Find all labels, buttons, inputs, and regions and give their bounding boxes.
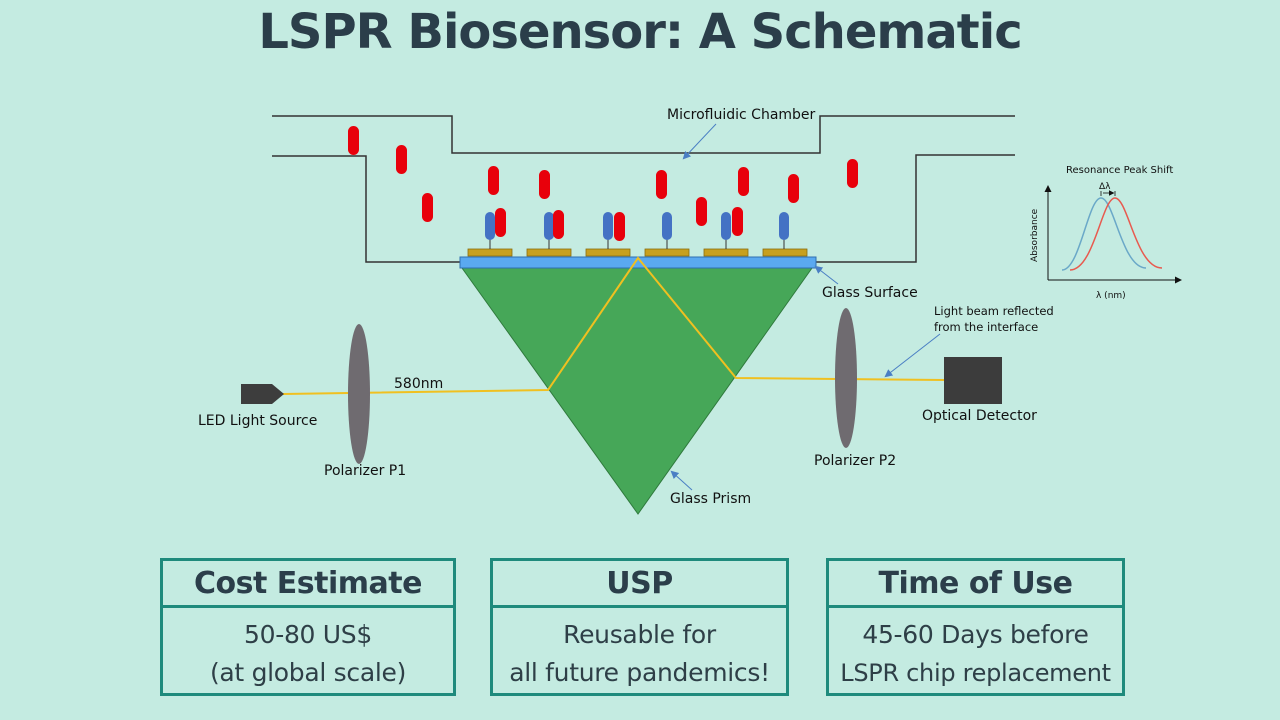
virus-particle — [348, 126, 359, 155]
virus-particle — [539, 170, 550, 199]
prism-label: Glass Prism — [670, 491, 751, 507]
cost-estimate-line1: 50-80 US$ — [244, 620, 372, 649]
usp-card: USP Reusable for all future pandemics! — [490, 558, 789, 696]
led-light-source — [241, 384, 284, 404]
cost-estimate-body: 50-80 US$ (at global scale) — [163, 608, 453, 692]
delta-lambda-label: Δλ — [1099, 182, 1111, 192]
virus-particle — [422, 193, 433, 222]
virus-particle — [495, 208, 506, 237]
wavelength-label: 580nm — [394, 376, 443, 392]
time-of-use-body: 45-60 Days before LSPR chip replacement — [829, 608, 1122, 692]
polarizer-p1-label: Polarizer P1 — [324, 463, 406, 479]
inset-y-label: Absorbance — [1030, 208, 1040, 262]
antibody — [662, 212, 672, 240]
virus-particle — [614, 212, 625, 241]
nanoparticle — [526, 248, 572, 257]
led-label: LED Light Source — [198, 413, 317, 429]
usp-line1: Reusable for — [563, 620, 716, 649]
virus-particle — [847, 159, 858, 188]
time-of-use-card: Time of Use 45-60 Days before LSPR chip … — [826, 558, 1125, 696]
virus-particle — [788, 174, 799, 203]
chamber-callout-arrow — [682, 123, 717, 160]
glass-surface-label: Glass Surface — [822, 285, 918, 301]
virus-particle — [738, 167, 749, 196]
time-of-use-line1: 45-60 Days before — [862, 620, 1089, 649]
resonance-shift-inset: Resonance Peak Shift Absorbance λ (nm) Δ… — [1030, 165, 1182, 301]
cost-estimate-heading: Cost Estimate — [163, 561, 453, 608]
lspr-schematic-diagram: Microfluidic Chamber Glass Surface Light… — [198, 107, 1182, 515]
reflected-beam-callout-arrow — [884, 333, 941, 378]
antibody — [603, 212, 613, 240]
usp-heading: USP — [493, 561, 786, 608]
gold-nanoparticles — [467, 248, 808, 257]
usp-line2: all future pandemics! — [509, 658, 770, 687]
chamber-bottom-wall — [272, 155, 462, 263]
antibody — [544, 212, 554, 240]
polarizer-p1 — [348, 324, 370, 464]
reflected-beam-label-line2: from the interface — [934, 320, 1038, 334]
antibody — [721, 212, 731, 240]
detector-label: Optical Detector — [922, 408, 1037, 424]
inset-x-label: λ (nm) — [1096, 291, 1126, 301]
time-of-use-heading: Time of Use — [829, 561, 1122, 608]
polarizer-p2-label: Polarizer P2 — [814, 453, 896, 469]
glass-surface-callout-arrow — [814, 265, 839, 285]
usp-body: Reusable for all future pandemics! — [493, 608, 786, 692]
reflected-beam-label-line1: Light beam reflected — [934, 304, 1054, 318]
virus-particles — [348, 126, 858, 241]
chamber-label: Microfluidic Chamber — [667, 107, 816, 123]
nanoparticle — [703, 248, 749, 257]
curve-after-binding — [1069, 197, 1163, 271]
virus-particle — [696, 197, 707, 226]
cost-estimate-line2: (at global scale) — [209, 658, 407, 687]
cost-estimate-card: Cost Estimate 50-80 US$ (at global scale… — [160, 558, 456, 696]
virus-particle — [553, 210, 564, 239]
nanoparticle — [762, 248, 808, 257]
time-of-use-line2: LSPR chip replacement — [840, 659, 1111, 687]
virus-particle — [396, 145, 407, 174]
callout-arrows — [670, 123, 941, 491]
microfluidic-chamber — [272, 115, 1015, 263]
nanoparticle — [585, 248, 631, 257]
inset-title: Resonance Peak Shift — [1066, 165, 1173, 176]
curve-before-binding — [1061, 197, 1147, 271]
polarizer-p2 — [835, 308, 857, 448]
virus-particle — [656, 170, 667, 199]
chamber-bottom-wall-right — [812, 154, 1015, 263]
virus-particle — [732, 207, 743, 236]
chamber-top-wall — [272, 115, 1015, 154]
antibody — [779, 212, 789, 240]
optical-detector — [944, 357, 1002, 404]
page-title: LSPR Biosensor: A Schematic — [258, 4, 1022, 60]
light-beam — [282, 256, 946, 395]
antibody — [485, 212, 495, 240]
virus-particle — [488, 166, 499, 195]
prism-callout-arrow — [670, 470, 693, 491]
antibody-receptors — [485, 212, 789, 249]
nanoparticle — [467, 248, 513, 257]
nanoparticle — [644, 248, 690, 257]
